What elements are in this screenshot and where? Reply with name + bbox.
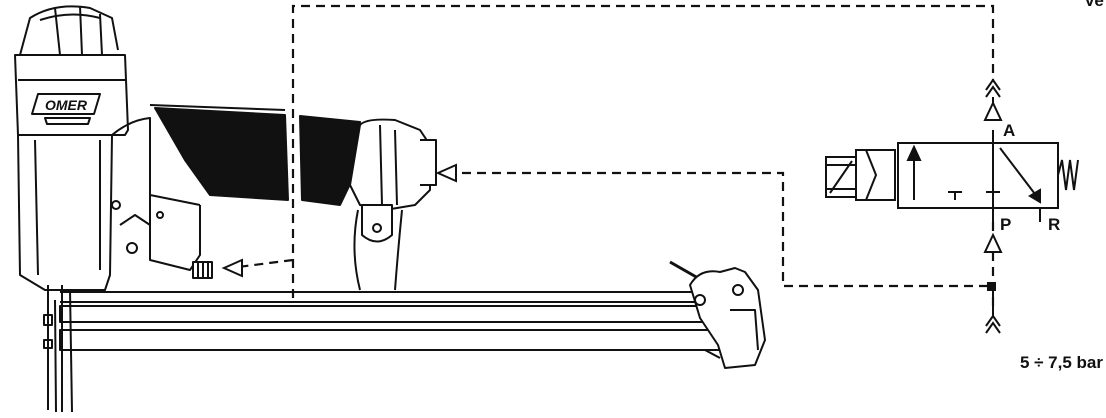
valve-3-2 bbox=[825, 130, 1079, 222]
tool-magazine-top bbox=[60, 291, 723, 303]
port-a-label: A bbox=[1003, 121, 1015, 140]
valve-position-right bbox=[992, 142, 1059, 209]
port-p-arrow bbox=[983, 232, 1003, 253]
tool-magazine-rail bbox=[59, 305, 723, 323]
tool-cylinder bbox=[17, 134, 113, 291]
tool-top-cap bbox=[19, 5, 119, 56]
tool-hanger bbox=[353, 209, 403, 291]
corner-label: Ve bbox=[1084, 0, 1104, 10]
stapler-tool: OMER bbox=[14, 5, 766, 413]
inlet-arrow bbox=[221, 258, 243, 278]
tool-grip-rear bbox=[299, 115, 361, 206]
valve-solenoid-coil bbox=[855, 149, 896, 201]
tool-head-body bbox=[14, 54, 129, 136]
port-r-label: R bbox=[1048, 215, 1060, 234]
coupling-bottom bbox=[985, 291, 1001, 334]
tool-end-cap bbox=[349, 118, 431, 211]
trigger-arrow bbox=[435, 163, 457, 183]
supply-pressure-label: 5 ÷ 7,5 bar bbox=[1020, 353, 1103, 372]
tool-pusher bbox=[689, 267, 766, 369]
brand-logo: OMER bbox=[31, 93, 101, 115]
line-to-tool-trigger bbox=[462, 171, 990, 288]
junction-node bbox=[987, 282, 996, 291]
tool-grip-front bbox=[154, 107, 289, 201]
valve-spring bbox=[1057, 159, 1079, 191]
line-control-to-port-a bbox=[291, 4, 995, 298]
brand-logo-text: OMER bbox=[45, 97, 88, 113]
port-p-label: P bbox=[1000, 215, 1011, 234]
port-a-arrow bbox=[983, 100, 1003, 121]
tool-magazine-bottom bbox=[59, 329, 726, 351]
tool-handle bbox=[149, 104, 286, 206]
coupling-top bbox=[985, 78, 1001, 103]
